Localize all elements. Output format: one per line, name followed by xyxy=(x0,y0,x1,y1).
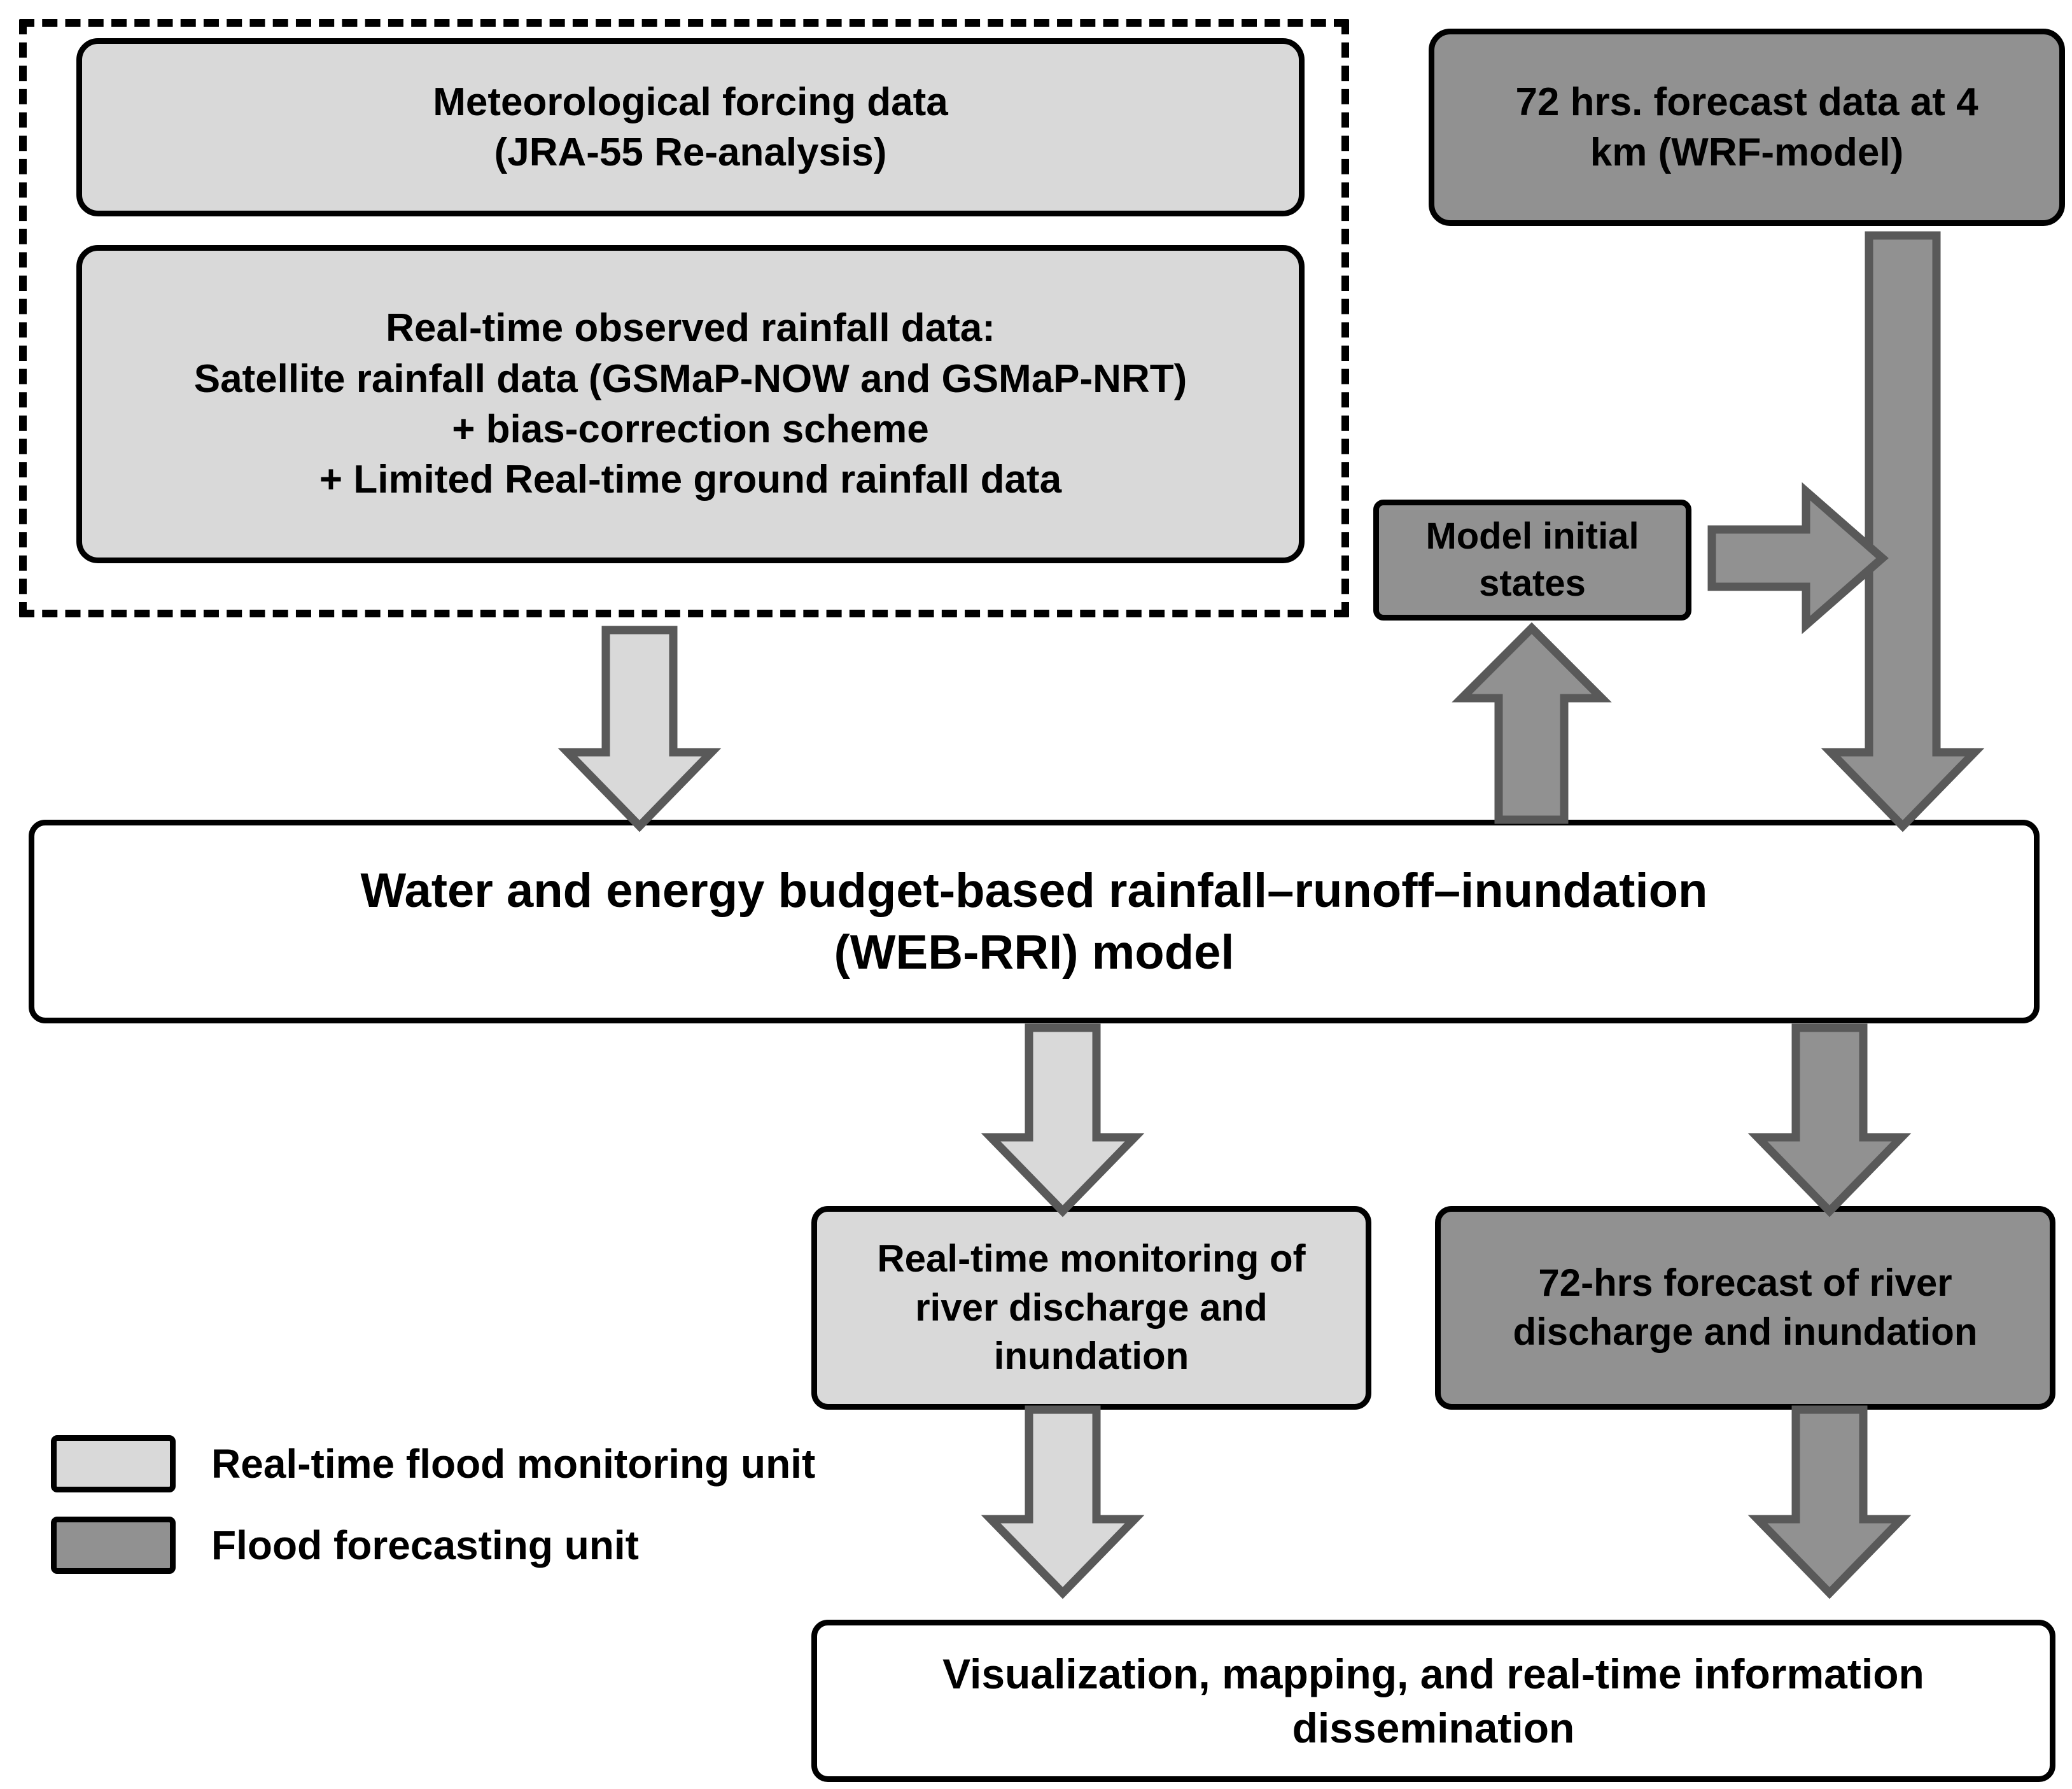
observed-rainfall-line2: Satellite rainfall data (GSMaP-NOW and G… xyxy=(193,356,1187,401)
legend-swatch-forecasting-unit xyxy=(51,1517,176,1574)
arrow-realtime-output-to-visualization xyxy=(981,1405,1145,1599)
legend-item-forecasting-unit: Flood forecasting unit xyxy=(51,1517,815,1574)
node-realtime-observed-rainfall-data[interactable]: Real-time observed rainfall data: Satell… xyxy=(76,245,1305,563)
node-visualization-dissemination[interactable]: Visualization, mapping, and real-time in… xyxy=(811,1620,2055,1782)
forecast-output-line1: 72-hrs forecast of river xyxy=(1538,1261,1952,1305)
forecast-data-line1: 72 hrs. forecast data at 4 xyxy=(1515,80,1978,124)
observed-rainfall-line3: + bias-correction scheme xyxy=(452,407,929,451)
arrow-wrf-forecast-to-web-rri-model xyxy=(1821,231,1985,832)
legend-label-forecasting-unit: Flood forecasting unit xyxy=(211,1522,639,1568)
observed-rainfall-line1: Real-time observed rainfall data: xyxy=(386,306,995,351)
node-meteorological-forcing-data[interactable]: Meteorological forcing data (JRA-55 Re-a… xyxy=(76,38,1305,216)
node-realtime-monitoring-output[interactable]: Real-time monitoring of river discharge … xyxy=(811,1206,1371,1410)
arrow-web-rri-model-to-forecast-output xyxy=(1747,1023,1912,1217)
forecast-data-line2: km (WRF-model) xyxy=(1590,130,1904,174)
forecast-output-line2: discharge and inundation xyxy=(1513,1310,1978,1353)
arrow-web-rri-model-to-realtime-output xyxy=(981,1023,1145,1217)
observed-rainfall-line4: + Limited Real-time ground rainfall data xyxy=(319,458,1062,502)
web-rri-line1: Water and energy budget-based rainfall–r… xyxy=(360,863,1708,918)
node-model-initial-states[interactable]: Model initial states xyxy=(1373,500,1691,621)
realtime-output-line3: inundation xyxy=(993,1335,1189,1378)
arrow-forecast-output-to-visualization xyxy=(1747,1405,1912,1599)
legend: Real-time flood monitoring unit Flood fo… xyxy=(51,1435,815,1598)
meteorological-forcing-line2: (JRA-55 Re-analysis) xyxy=(494,130,887,174)
model-initial-states-line2: states xyxy=(1479,563,1586,604)
realtime-input-group-dashed-border xyxy=(19,19,1349,617)
arrow-web-rri-model-to-model-initial-states xyxy=(1452,622,1612,824)
node-web-rri-model[interactable]: Water and energy budget-based rainfall–r… xyxy=(29,820,2040,1023)
node-72hrs-forecast-data-wrf[interactable]: 72 hrs. forecast data at 4 km (WRF-model… xyxy=(1429,29,2065,226)
legend-swatch-monitoring-unit xyxy=(51,1435,176,1492)
legend-label-monitoring-unit: Real-time flood monitoring unit xyxy=(211,1441,816,1487)
node-72hrs-forecast-output[interactable]: 72-hrs forecast of river discharge and i… xyxy=(1435,1206,2055,1410)
legend-item-monitoring-unit: Real-time flood monitoring unit xyxy=(51,1435,815,1492)
realtime-output-line2: river discharge and xyxy=(915,1286,1268,1329)
web-rri-line2: (WEB-RRI) model xyxy=(834,925,1235,979)
model-initial-states-line1: Model initial xyxy=(1425,515,1639,557)
arrow-inputs-to-web-rri-model xyxy=(557,626,722,832)
realtime-output-line1: Real-time monitoring of xyxy=(877,1237,1306,1280)
arrow-model-initial-states-to-forecast-path xyxy=(1707,482,1889,635)
visualization-line2: dissemination xyxy=(1292,1704,1575,1751)
visualization-line1: Visualization, mapping, and real-time in… xyxy=(942,1650,1924,1698)
meteorological-forcing-line1: Meteorological forcing data xyxy=(433,80,948,124)
